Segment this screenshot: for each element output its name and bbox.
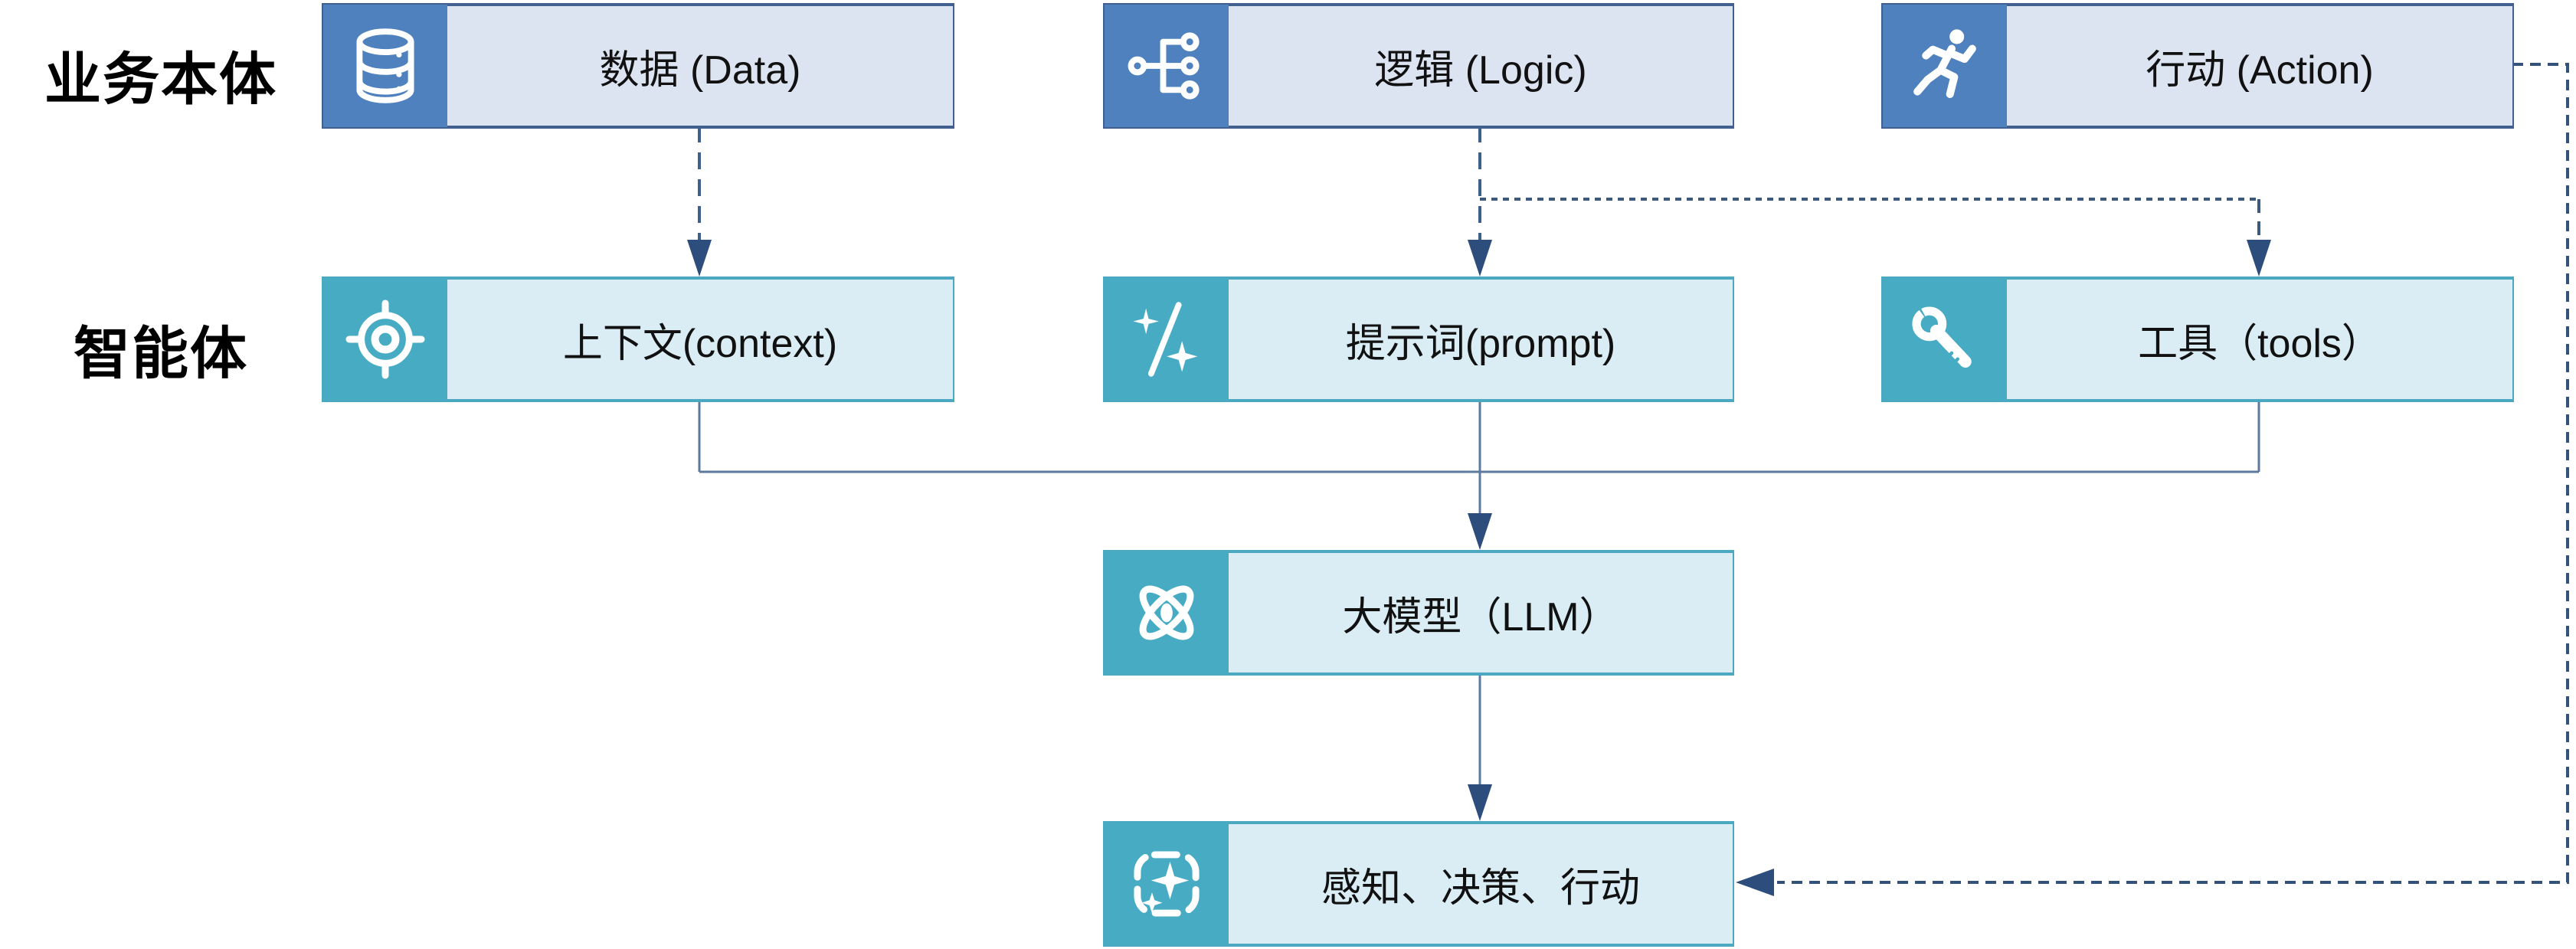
arrowhead-perception-top: [1468, 784, 1492, 821]
node-tools: 工具（tools）: [1881, 277, 2514, 402]
edge-action-perception: [1777, 63, 2569, 884]
arrowhead-perception-right: [1736, 869, 1774, 896]
node-context: 上下文(context): [322, 277, 954, 402]
node-prompt: 提示词(prompt): [1103, 277, 1734, 402]
atom-icon: [1105, 551, 1229, 674]
node-logic: 逻辑 (Logic): [1103, 3, 1734, 129]
sparkle-frame-icon: [1105, 823, 1229, 945]
node-logic-label: 逻辑 (Logic): [1229, 5, 1734, 127]
row-label-business: 业务本体: [44, 47, 277, 111]
node-llm-label: 大模型（LLM）: [1229, 551, 1734, 674]
runner-icon: [1883, 5, 2007, 127]
node-data-label: 数据 (Data): [447, 5, 954, 127]
wand-sparkles-icon: [1105, 278, 1229, 401]
node-perception: 感知、决策、行动: [1103, 821, 1734, 947]
node-prompt-label: 提示词(prompt): [1229, 278, 1734, 401]
node-tools-label: 工具（tools）: [2007, 278, 2514, 401]
arrowhead-llm: [1468, 513, 1492, 550]
target-icon: [323, 278, 447, 401]
arrowhead-context: [687, 240, 712, 277]
wrench-icon: [1883, 278, 2007, 401]
row-label-agent: 智能体: [74, 322, 248, 385]
node-data: 数据 (Data): [322, 3, 954, 129]
node-action-label: 行动 (Action): [2007, 5, 2514, 127]
flow-tree-icon: [1105, 5, 1229, 127]
database-icon: [323, 5, 447, 127]
node-perception-label: 感知、决策、行动: [1229, 823, 1734, 945]
node-context-label: 上下文(context): [447, 278, 954, 401]
node-action: 行动 (Action): [1881, 3, 2514, 129]
node-llm: 大模型（LLM）: [1103, 550, 1734, 676]
arrowhead-tools: [2247, 240, 2271, 277]
arrowhead-prompt: [1468, 240, 1492, 277]
